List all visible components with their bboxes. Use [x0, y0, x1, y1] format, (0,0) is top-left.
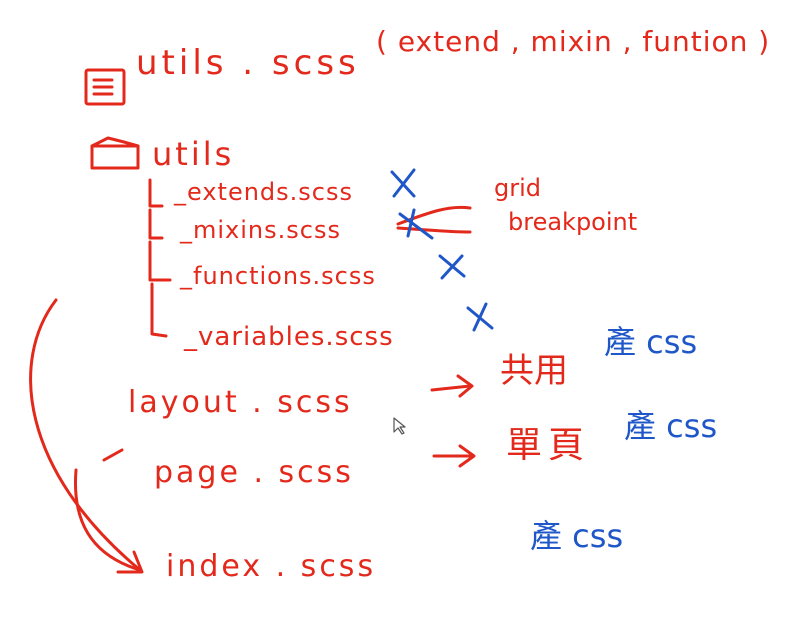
child-extends: _extends.scss	[174, 178, 354, 206]
file-icon	[84, 68, 126, 106]
arrow-right-icon	[430, 374, 474, 398]
side-note-breakpoint: breakpoint	[508, 208, 638, 236]
folder-label: utils	[152, 135, 235, 173]
child-mixins: _mixins.scss	[180, 216, 341, 244]
child-functions: _functions.scss	[180, 262, 376, 290]
curved-arrow	[29, 298, 144, 574]
file-index: index . scss	[166, 549, 377, 584]
x-marks	[390, 168, 494, 332]
title-paren: ( extend , mixin , funtion )	[376, 25, 771, 58]
page-target: 單頁	[506, 425, 591, 466]
side-note-grid: grid	[494, 174, 542, 202]
arrow-right-icon-2	[432, 444, 476, 468]
file-layout: layout . scss	[128, 385, 353, 420]
index-css: 產 css	[530, 517, 624, 555]
folder-icon	[90, 136, 140, 170]
title-file: utils . scss	[136, 43, 360, 83]
page-css: 產 css	[624, 407, 718, 445]
layout-target: 共用	[500, 351, 568, 391]
file-page: page . scss	[154, 455, 354, 490]
tree-lines	[148, 178, 172, 338]
mouse-cursor-icon	[393, 417, 406, 435]
child-variables: _variables.scss	[184, 322, 394, 352]
layout-css: 產 css	[604, 323, 698, 361]
strike-lines	[396, 205, 472, 234]
